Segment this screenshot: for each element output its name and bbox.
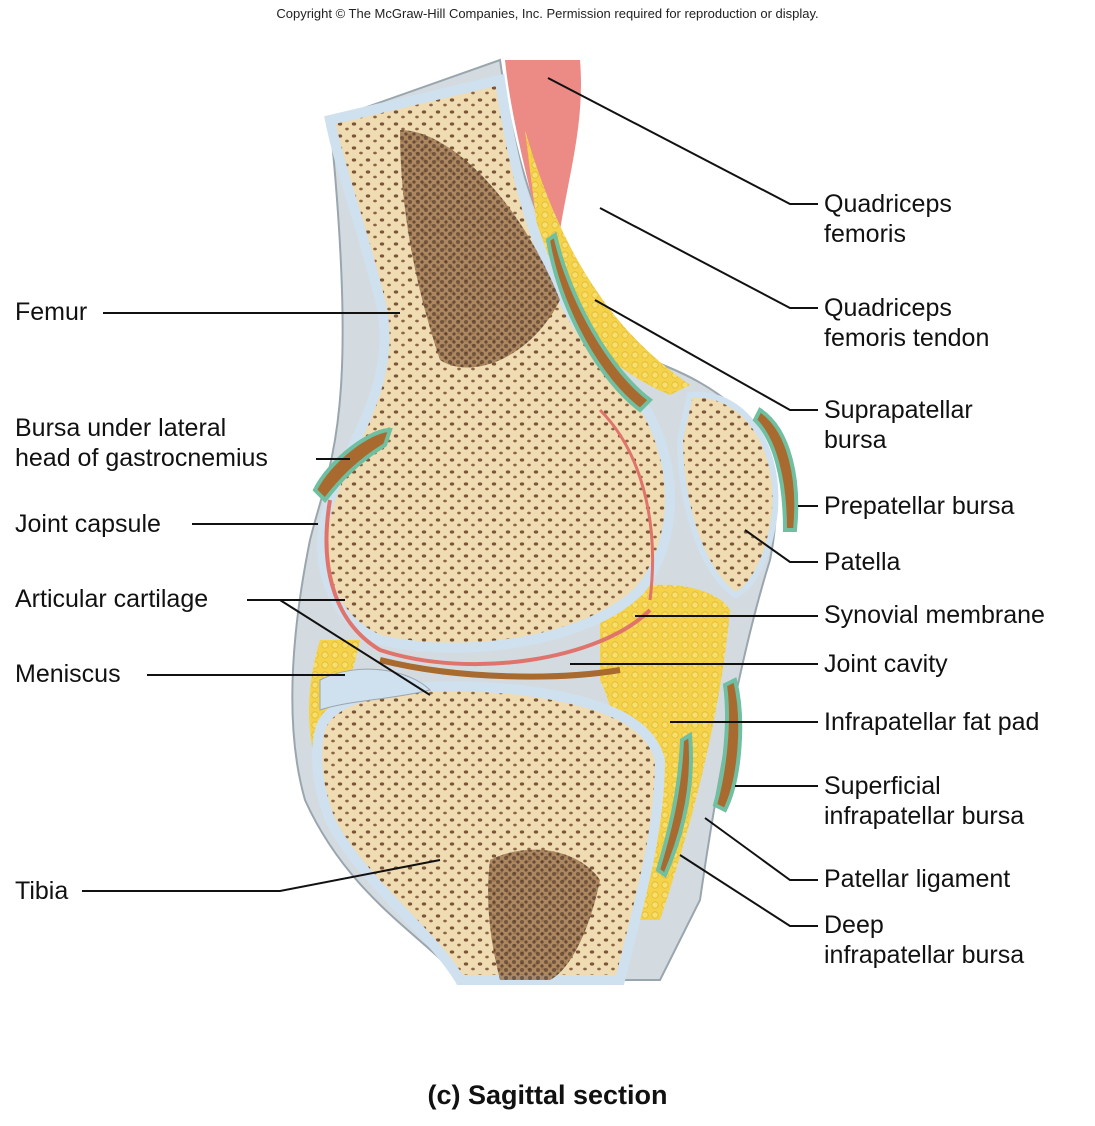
label-synovial: Synovial membrane xyxy=(824,601,1045,629)
joint-cavity xyxy=(379,657,621,680)
leader-patellar-ligament xyxy=(704,817,818,881)
deep-infrapatellar-bursa xyxy=(655,731,693,879)
label-articular-cartilage: Articular cartilage xyxy=(15,585,209,613)
quadriceps-muscle xyxy=(505,60,581,230)
label-joint-capsule: Joint capsule xyxy=(15,510,161,538)
label-patella: Patella xyxy=(824,548,901,576)
label-femur: Femur xyxy=(15,298,88,326)
leader-articular-cartilage-2 xyxy=(279,599,431,696)
gastrocnemius-bursa xyxy=(312,427,393,504)
copyright-notice: Copyright © The McGraw-Hill Companies, I… xyxy=(276,6,819,21)
leader-lines xyxy=(82,77,818,927)
superficial-infrapatellar-bursa xyxy=(712,677,743,813)
tibia-medullary xyxy=(488,849,600,980)
leader-patella xyxy=(744,529,818,563)
label-prepatellar: Prepatellar bursa xyxy=(824,492,1015,520)
figure-caption: (c) Sagittal section xyxy=(427,1080,668,1110)
label-fat-pad: Infrapatellar fat pad xyxy=(824,708,1040,736)
patella-bone xyxy=(676,391,779,599)
label-joint-cavity: Joint cavity xyxy=(824,650,948,678)
synovial-membrane xyxy=(324,499,652,667)
label-meniscus: Meniscus xyxy=(15,660,121,688)
label-patellar-ligament: Patellar ligament xyxy=(824,865,1011,893)
leader-quadriceps-tendon xyxy=(599,207,818,309)
prepatellar-bursa xyxy=(752,407,799,532)
tibia-bone xyxy=(312,681,666,985)
femur-medullary xyxy=(400,130,560,368)
leader-quadriceps xyxy=(547,77,818,205)
meniscus xyxy=(319,668,431,711)
suprapatellar-bursa xyxy=(545,231,654,413)
leader-tibia xyxy=(82,859,441,892)
leader-suprapatellar xyxy=(594,299,818,411)
leader-deep-bursa xyxy=(679,854,818,927)
label-tibia: Tibia xyxy=(15,877,69,905)
